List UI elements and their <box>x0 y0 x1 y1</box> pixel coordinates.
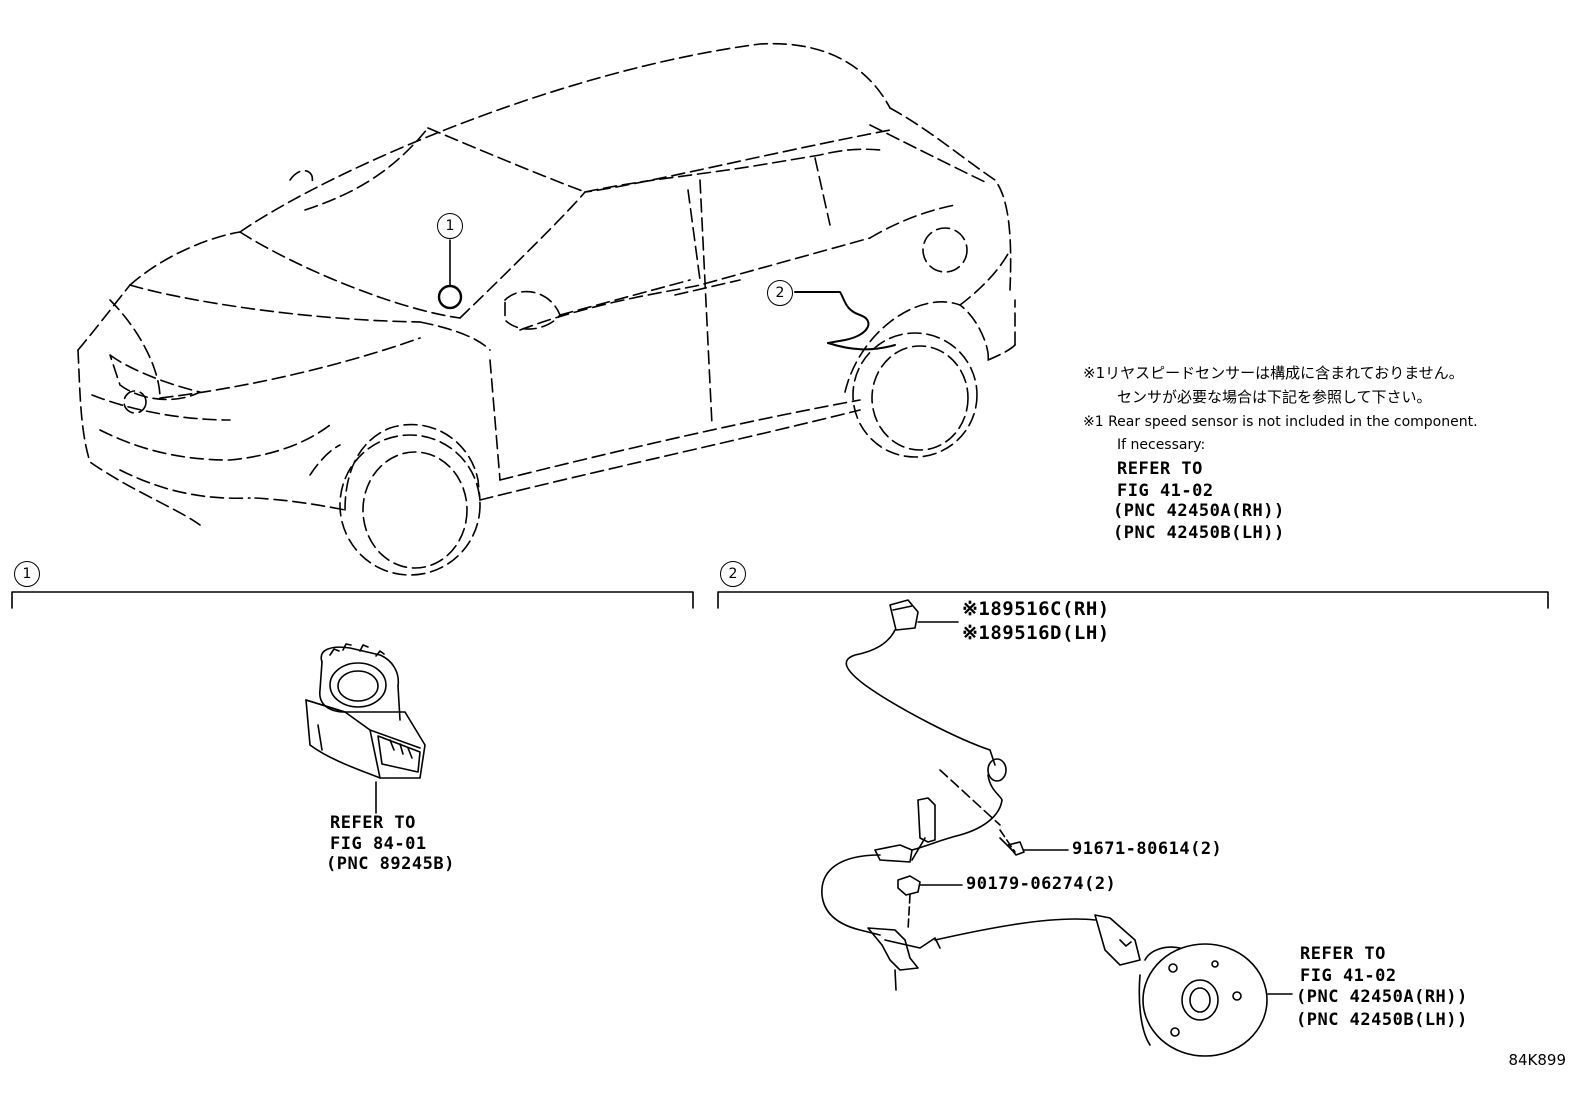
note-ref-line4: (PNC 42450B(LH)) <box>1113 523 1285 543</box>
nut-part-number: 90179-06274(2) <box>966 874 1117 894</box>
car-outline <box>77 42 1016 576</box>
callout-1-section: 1 <box>14 561 40 587</box>
callout-2-section: 2 <box>720 561 746 587</box>
section-brackets <box>11 591 1549 609</box>
section1-ref-line2: FIG 84-01 <box>330 834 427 854</box>
note-jp-line1: ※1リヤスピードセンサーは構成に含まれておりません。 <box>1083 364 1464 382</box>
part-number-lh: ※189516D(LH) <box>962 622 1110 644</box>
section1-ref-line1: REFER TO <box>330 813 416 833</box>
hub-ref-line1: REFER TO <box>1300 944 1386 964</box>
note-ref-line1: REFER TO <box>1117 459 1203 479</box>
diagram-code: 84K899 <box>1508 1051 1566 1069</box>
sensor-module-drawing <box>305 643 426 814</box>
callout-1-car: 1 <box>437 213 463 239</box>
fastener-leaders <box>897 769 1069 931</box>
note-ref-line2: FIG 41-02 <box>1117 481 1214 501</box>
part-number-rh: ※189516C(RH) <box>962 598 1110 620</box>
note-jp-line2: センサが必要な場合は下記を参照して下さい。 <box>1117 388 1432 406</box>
bolt-part-number: 91671-80614(2) <box>1072 839 1223 859</box>
hub-ref-line3: (PNC 42450A(RH)) <box>1296 987 1468 1007</box>
speed-sensor-drawing <box>821 599 1293 1057</box>
hub-ref-line4: (PNC 42450B(LH)) <box>1296 1010 1468 1030</box>
callout-2-car: 2 <box>767 280 793 306</box>
section1-ref-line3: (PNC 89245B) <box>326 854 455 874</box>
hub-ref-line2: FIG 41-02 <box>1300 966 1397 986</box>
note-en-line2: If necessary: <box>1117 437 1206 453</box>
note-ref-line3: (PNC 42450A(RH)) <box>1113 501 1285 521</box>
note-en-line1: ※1 Rear speed sensor is not included in … <box>1083 414 1478 430</box>
